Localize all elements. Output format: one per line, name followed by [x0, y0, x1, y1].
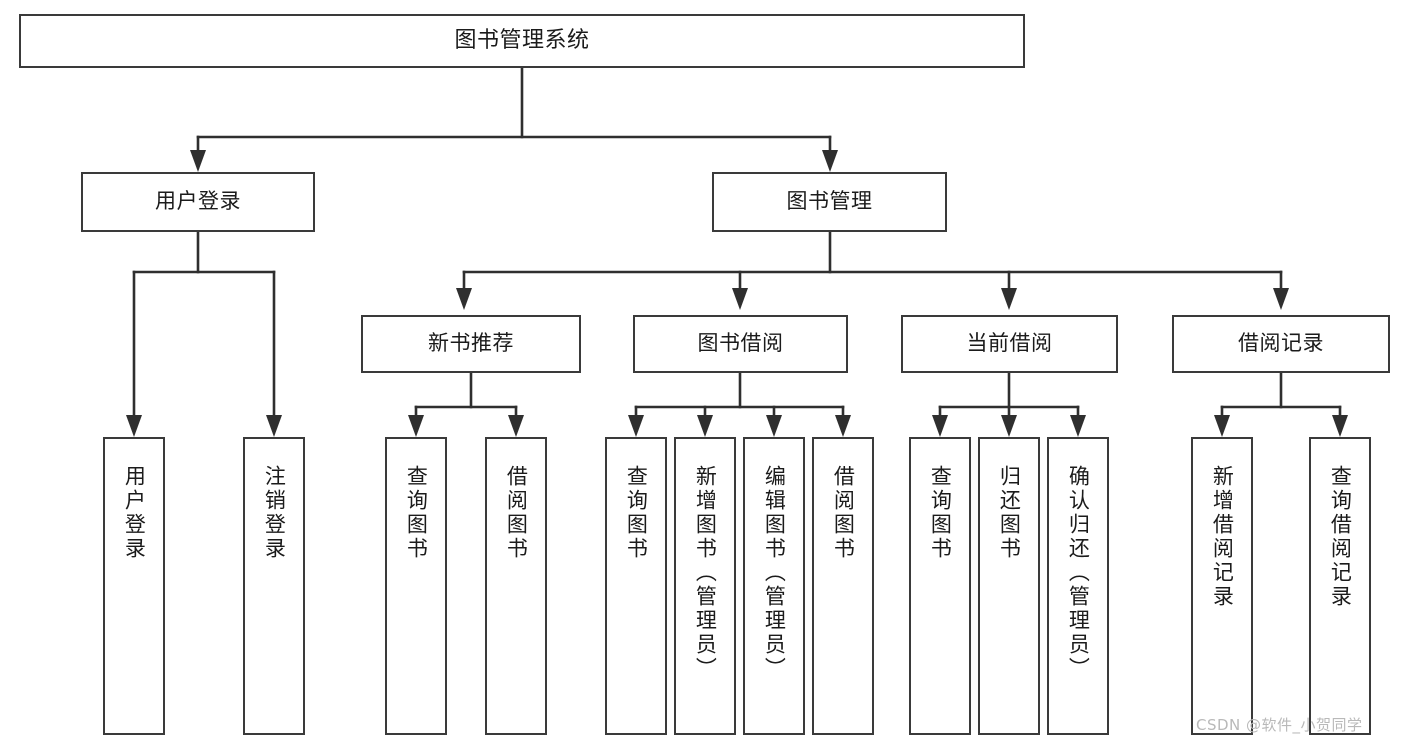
node-leaf-record-add-record[interactable]: 新增借阅记录: [1191, 437, 1253, 735]
node-label: 用户登录: [122, 465, 147, 561]
node-leaf-record-query-record[interactable]: 查询借阅记录: [1309, 437, 1371, 735]
node-label: 查询借阅记录: [1328, 465, 1353, 609]
node-current-borrowing[interactable]: 当前借阅: [901, 315, 1118, 373]
node-label: 新书推荐: [428, 331, 514, 356]
node-label: 注销登录: [262, 465, 287, 561]
node-label: 借阅记录: [1238, 331, 1324, 356]
node-book-borrowing[interactable]: 图书借阅: [633, 315, 848, 373]
node-leaf-current-confirm-return-admin[interactable]: 确认归还（管理员）: [1047, 437, 1109, 735]
arrowhead-cb-query: [932, 415, 948, 437]
arrowhead-cb-return: [1001, 415, 1017, 437]
node-label: 图书借阅: [697, 331, 784, 356]
arrowhead-leaf-user-logout: [266, 415, 282, 437]
arrowhead-nb-query: [408, 415, 424, 437]
node-leaf-borrow-borrow-book[interactable]: 借阅图书: [812, 437, 874, 735]
arrowhead-nb-borrow: [508, 415, 524, 437]
arrowhead-bw-add: [697, 415, 713, 437]
arrowhead-cb-confirm: [1070, 415, 1086, 437]
node-label: 编辑图书（管理员）: [762, 465, 787, 681]
arrowhead-bw-query: [628, 415, 644, 437]
node-label: 查询图书: [404, 465, 429, 561]
node-user-login[interactable]: 用户登录: [81, 172, 315, 232]
node-label: 借阅图书: [504, 465, 529, 561]
node-leaf-borrow-edit-book-admin[interactable]: 编辑图书（管理员）: [743, 437, 805, 735]
arrowhead-login: [190, 150, 206, 172]
node-label: 用户登录: [155, 189, 241, 214]
arrowhead-newbook: [456, 288, 472, 310]
node-leaf-borrow-add-book-admin[interactable]: 新增图书（管理员）: [674, 437, 736, 735]
node-label: 借阅图书: [831, 465, 856, 561]
node-label: 查询图书: [928, 465, 953, 561]
arrowhead-bw-borrow: [835, 415, 851, 437]
node-label: 新增图书（管理员）: [693, 465, 718, 681]
node-label: 当前借阅: [966, 331, 1053, 356]
node-leaf-user-login[interactable]: 用户登录: [103, 437, 165, 735]
node-leaf-user-logout[interactable]: 注销登录: [243, 437, 305, 735]
node-leaf-newbook-borrow-book[interactable]: 借阅图书: [485, 437, 547, 735]
node-label: 查询图书: [624, 465, 649, 561]
node-root-system[interactable]: 图书管理系统: [19, 14, 1025, 68]
node-leaf-current-return-book[interactable]: 归还图书: [978, 437, 1040, 735]
node-label: 确认归还（管理员）: [1066, 465, 1091, 681]
arrowhead-bw-edit: [766, 415, 782, 437]
arrowhead-record: [1273, 288, 1289, 310]
arrowhead-leaf-user-login: [126, 415, 142, 437]
node-book-management[interactable]: 图书管理: [712, 172, 947, 232]
node-label: 归还图书: [997, 465, 1022, 561]
node-label: 图书管理: [786, 189, 873, 214]
node-new-book-recommendation[interactable]: 新书推荐: [361, 315, 581, 373]
node-leaf-current-query-book[interactable]: 查询图书: [909, 437, 971, 735]
node-label: 新增借阅记录: [1210, 465, 1235, 609]
node-borrowing-record[interactable]: 借阅记录: [1172, 315, 1390, 373]
node-leaf-newbook-query-book[interactable]: 查询图书: [385, 437, 447, 735]
node-label: 图书管理系统: [454, 27, 590, 53]
arrowhead-borrow: [732, 288, 748, 310]
arrowhead-rc-query: [1332, 415, 1348, 437]
arrowhead-current: [1001, 288, 1017, 310]
arrowhead-rc-add: [1214, 415, 1230, 437]
node-leaf-borrow-query-book[interactable]: 查询图书: [605, 437, 667, 735]
csdn-watermark: CSDN @软件_小贺同学: [1196, 716, 1363, 734]
arrowhead-bookmgmt: [822, 150, 838, 172]
